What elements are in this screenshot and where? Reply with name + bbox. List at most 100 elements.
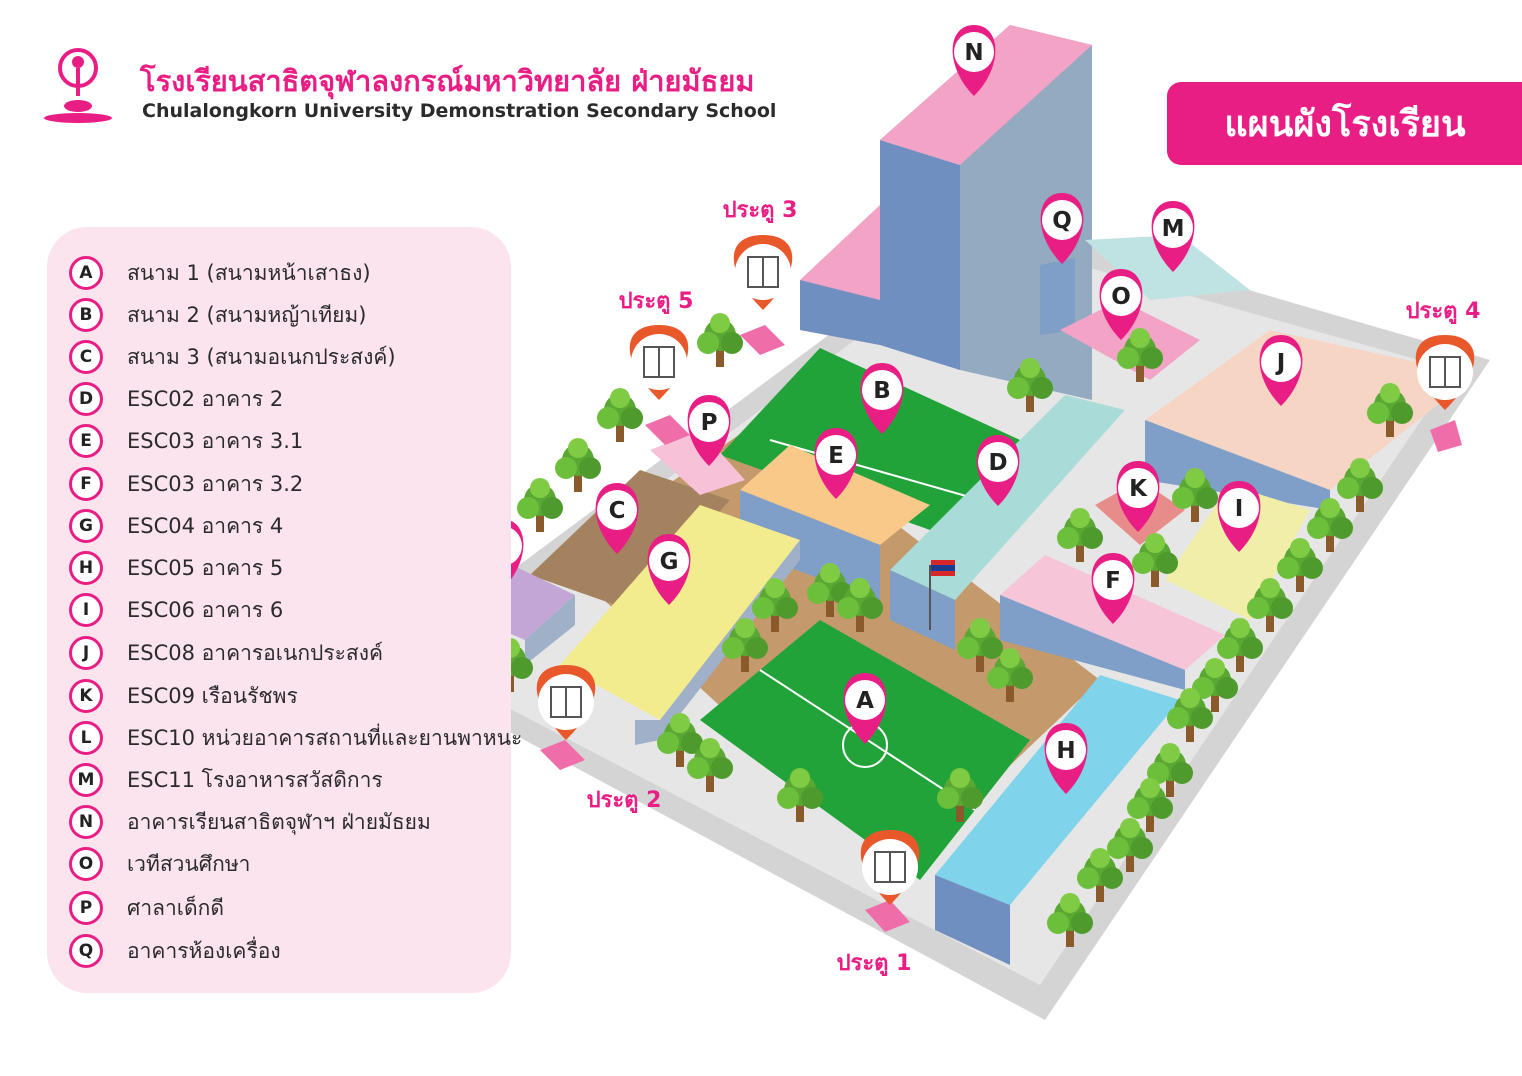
pin-letter: A bbox=[856, 688, 874, 714]
pin-letter: C bbox=[609, 498, 626, 524]
gate-marker-1[interactable] bbox=[860, 830, 920, 905]
legend-letter: O bbox=[69, 847, 103, 881]
gate-label-1: ประตู 1 bbox=[837, 951, 912, 977]
legend-label: สนาม 3 (สนามอเนกประสงค์) bbox=[127, 344, 396, 369]
field-c bbox=[530, 470, 730, 610]
gate-label-2: ประตู 2 bbox=[587, 788, 662, 814]
pin-k[interactable]: K bbox=[1116, 461, 1160, 532]
pin-letter: E bbox=[828, 443, 844, 469]
legend-item[interactable]: B สนาม 2 (สนามหญ้าเทียม) bbox=[69, 295, 366, 335]
pin-h[interactable]: H bbox=[1044, 723, 1088, 794]
legend-label: ESC05 อาคาร 5 bbox=[127, 555, 284, 580]
pin-letter: N bbox=[964, 40, 983, 66]
pin-d[interactable]: D bbox=[976, 435, 1020, 506]
pin-letter: G bbox=[660, 549, 679, 575]
legend-item[interactable]: H ESC05 อาคาร 5 bbox=[69, 548, 283, 588]
pin-n[interactable]: N bbox=[952, 25, 996, 96]
building-i bbox=[1165, 485, 1310, 620]
pin-letter: Q bbox=[1052, 208, 1072, 234]
legend-label: สนาม 2 (สนามหญ้าเทียม) bbox=[127, 302, 367, 327]
legend-label: ESC09 เรือนรัชพร bbox=[127, 683, 298, 708]
gate-marker-4[interactable] bbox=[1415, 335, 1475, 410]
legend-item[interactable]: D ESC02 อาคาร 2 bbox=[69, 379, 283, 419]
legend-item[interactable]: C สนาม 3 (สนามอเนกประสงค์) bbox=[69, 337, 396, 377]
legend-letter: M bbox=[69, 763, 103, 797]
pin-g[interactable]: G bbox=[647, 534, 691, 605]
building-d-front bbox=[890, 570, 955, 650]
pin-f[interactable]: F bbox=[1091, 553, 1135, 624]
building-h-front bbox=[935, 875, 1010, 965]
legend-label: ESC04 อาคาร 4 bbox=[127, 513, 284, 538]
legend-item[interactable]: Q อาคารห้องเครื่อง bbox=[69, 931, 281, 971]
pin-c[interactable]: C bbox=[595, 483, 639, 554]
legend-item[interactable]: M ESC11 โรงอาหารสวัสดิการ bbox=[69, 760, 383, 800]
legend-label: ศาลาเด็กดี bbox=[127, 895, 224, 920]
legend-item[interactable]: A สนาม 1 (สนามหน้าเสาธง) bbox=[69, 253, 371, 293]
pin-letter: K bbox=[1129, 476, 1148, 502]
pin-letter: I bbox=[1235, 496, 1244, 522]
legend-letter: L bbox=[69, 721, 103, 755]
building-e-front bbox=[740, 490, 880, 600]
legend-letter: G bbox=[69, 509, 103, 543]
pin-a[interactable]: A bbox=[843, 673, 887, 744]
pin-letter: O bbox=[1111, 284, 1131, 310]
pin-b[interactable]: B bbox=[860, 363, 904, 434]
pin-letter: P bbox=[701, 410, 718, 436]
gate-marker-5[interactable] bbox=[629, 325, 689, 400]
gate-label-5: ประตู 5 bbox=[619, 289, 694, 315]
pin-o[interactable]: O bbox=[1099, 269, 1143, 340]
pin-letter: F bbox=[1105, 568, 1121, 594]
legend-item[interactable]: F ESC03 อาคาร 3.2 bbox=[69, 464, 303, 504]
gate-pads bbox=[540, 325, 1462, 932]
legend-letter: N bbox=[69, 805, 103, 839]
building-m bbox=[1085, 235, 1250, 300]
legend-letter: D bbox=[69, 382, 103, 416]
legend-label: ESC10 หน่วยอาคารสถานที่และยานพาหนะ bbox=[127, 725, 523, 750]
legend-label: สนาม 1 (สนามหน้าเสาธง) bbox=[127, 260, 371, 285]
pin-q[interactable]: Q bbox=[1040, 193, 1084, 264]
legend-letter: A bbox=[69, 256, 103, 290]
legend-item[interactable]: L ESC10 หน่วยอาคารสถานที่และยานพาหนะ bbox=[69, 718, 522, 758]
school-title-english: Chulalongkorn University Demonstration S… bbox=[142, 100, 777, 122]
gate-marker-2[interactable] bbox=[536, 665, 596, 740]
legend-label: ESC11 โรงอาหารสวัสดิการ bbox=[127, 767, 383, 792]
building-q bbox=[1040, 258, 1075, 335]
legend-label: ESC08 อาคารอเนกประสงค์ bbox=[127, 640, 384, 665]
map-title-badge: แผนผังโรงเรียน bbox=[1167, 82, 1522, 165]
building-g-side bbox=[635, 540, 800, 745]
legend-label: ESC02 อาคาร 2 bbox=[127, 386, 284, 411]
legend-letter: Q bbox=[69, 934, 103, 968]
legend-letter: I bbox=[69, 593, 103, 627]
building-p bbox=[650, 430, 745, 495]
pin-e[interactable]: E bbox=[814, 428, 858, 499]
legend-letter: E bbox=[69, 424, 103, 458]
building-f-front bbox=[1000, 595, 1185, 690]
legend-letter: H bbox=[69, 551, 103, 585]
legend-label: อาคารห้องเครื่อง bbox=[127, 938, 281, 963]
legend-label: ESC03 อาคาร 3.2 bbox=[127, 471, 304, 496]
school-logo bbox=[44, 48, 112, 123]
legend-item[interactable]: N อาคารเรียนสาธิตจุฬาฯ ฝ่ายมัธยม bbox=[69, 802, 431, 842]
legend-item[interactable]: G ESC04 อาคาร 4 bbox=[69, 506, 283, 546]
pin-i[interactable]: I bbox=[1217, 481, 1261, 552]
legend-letter: C bbox=[69, 340, 103, 374]
building-n-front bbox=[880, 140, 960, 370]
gate-marker-3[interactable] bbox=[733, 235, 793, 310]
legend-letter: B bbox=[69, 298, 103, 332]
pin-p[interactable]: P bbox=[687, 395, 731, 466]
pin-j[interactable]: J bbox=[1259, 335, 1303, 406]
legend-label: อาคารเรียนสาธิตจุฬาฯ ฝ่ายมัธยม bbox=[127, 809, 431, 834]
pin-m[interactable]: M bbox=[1151, 201, 1195, 272]
pin-letter: M bbox=[1162, 216, 1185, 242]
legend-item[interactable]: K ESC09 เรือนรัชพร bbox=[69, 676, 298, 716]
legend-letter: K bbox=[69, 679, 103, 713]
legend-letter: F bbox=[69, 467, 103, 501]
pin-letter: B bbox=[873, 378, 891, 404]
pin-letter: D bbox=[988, 450, 1007, 476]
